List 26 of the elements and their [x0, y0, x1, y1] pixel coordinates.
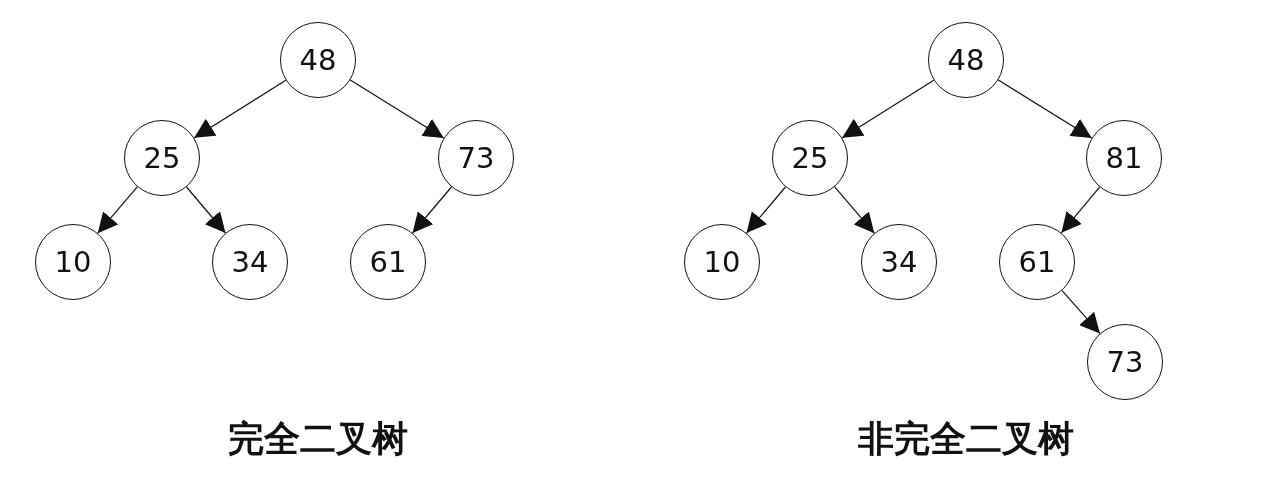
arrow — [349, 79, 445, 139]
arrow — [185, 186, 227, 234]
tree-node-circle: 34 — [212, 224, 288, 300]
tree-node-circle: 61 — [999, 224, 1075, 300]
tree-node-circle: 25 — [124, 120, 200, 196]
tree-node-circle: 48 — [280, 22, 356, 98]
tree-node-circle: 48 — [928, 22, 1004, 98]
arrow — [1061, 289, 1101, 335]
arrow — [193, 79, 287, 139]
arrow — [97, 186, 138, 234]
arrow — [997, 79, 1093, 139]
tree-node-circle: 61 — [350, 224, 426, 300]
tree-caption: 完全二叉树 — [228, 417, 408, 461]
tree-node-circle: 73 — [438, 120, 514, 196]
arrow — [834, 186, 875, 234]
tree-node-circle: 81 — [1086, 120, 1162, 196]
arrow — [1060, 186, 1101, 234]
tree-node-circle: 25 — [772, 120, 848, 196]
tree-node-circle: 34 — [861, 224, 937, 300]
tree-node-circle: 10 — [684, 224, 760, 300]
arrow — [745, 186, 787, 234]
arrow — [841, 79, 935, 139]
tree-node-circle: 10 — [35, 224, 111, 300]
tree-caption: 非完全二叉树 — [858, 417, 1074, 461]
tree-node-circle: 73 — [1087, 324, 1163, 400]
arrow — [411, 186, 453, 234]
